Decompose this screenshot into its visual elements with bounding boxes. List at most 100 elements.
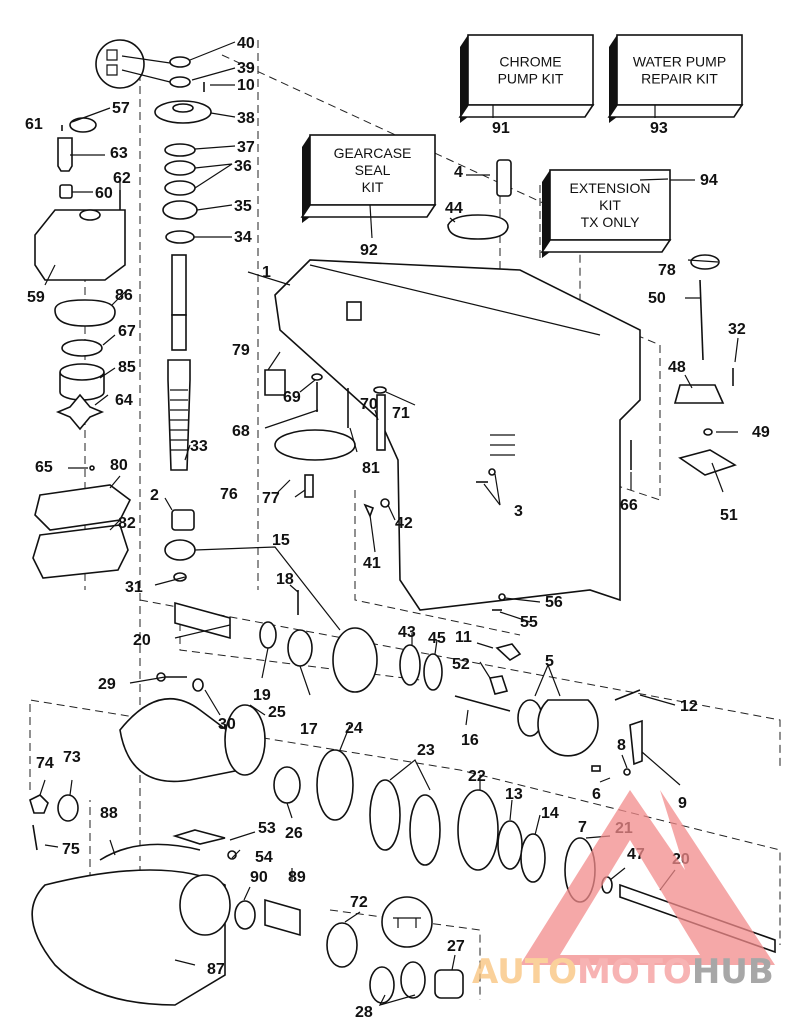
part-label-39: 39 bbox=[237, 60, 255, 77]
part-49 bbox=[703, 428, 713, 436]
part-72 bbox=[326, 922, 358, 968]
part-82 bbox=[32, 524, 129, 579]
part-label-22: 22 bbox=[468, 768, 486, 785]
part-label-64: 64 bbox=[115, 392, 133, 409]
part-22 bbox=[457, 789, 499, 871]
kit-box-text: KIT bbox=[599, 197, 621, 213]
part-label-60: 60 bbox=[95, 185, 113, 202]
part-48 bbox=[673, 384, 725, 404]
part-label-52: 52 bbox=[452, 656, 470, 673]
part-4 bbox=[496, 159, 512, 197]
watermark-text: AUTOMOTOHUB bbox=[472, 952, 774, 992]
watermark-auto: AUTO bbox=[472, 952, 577, 992]
part-label-72: 72 bbox=[350, 894, 368, 911]
part-77 bbox=[304, 474, 314, 498]
kit-number-91: 91 bbox=[492, 120, 510, 137]
part-label-23: 23 bbox=[417, 742, 435, 759]
gear-train bbox=[29, 590, 776, 1006]
part-36b bbox=[164, 180, 196, 196]
part-39 bbox=[169, 76, 191, 88]
kit-box-text: CHROME bbox=[499, 54, 561, 70]
part-30 bbox=[192, 678, 204, 692]
part-label-26: 26 bbox=[285, 825, 303, 842]
part-label-5: 5 bbox=[545, 653, 554, 670]
part-label-18: 18 bbox=[276, 571, 294, 588]
part-69 bbox=[311, 373, 323, 381]
part-label-57: 57 bbox=[112, 100, 130, 117]
part-label-10: 10 bbox=[237, 77, 255, 94]
part-23a bbox=[369, 779, 401, 851]
part-25-flange bbox=[224, 704, 266, 776]
part-3-washer bbox=[488, 468, 496, 476]
part-label-28: 28 bbox=[355, 1004, 373, 1021]
part-label-76: 76 bbox=[220, 486, 238, 503]
kit-box-text: PUMP KIT bbox=[498, 71, 564, 87]
part-33 bbox=[167, 359, 191, 471]
part-75 bbox=[32, 824, 38, 851]
part-label-6: 6 bbox=[592, 786, 601, 803]
part-71 bbox=[373, 386, 387, 394]
part-13 bbox=[497, 820, 523, 870]
watermark-logo-icon bbox=[520, 790, 775, 965]
kit-box-bottom bbox=[540, 239, 672, 253]
part-label-1: 1 bbox=[262, 264, 271, 281]
kit-box-side bbox=[460, 35, 468, 123]
part-63 bbox=[57, 137, 73, 172]
leader-lines bbox=[39, 41, 739, 1006]
part-25-housing bbox=[119, 697, 241, 783]
part-label-56: 56 bbox=[545, 594, 563, 611]
part-label-86: 86 bbox=[115, 287, 133, 304]
part-65 bbox=[89, 465, 95, 471]
part-78 bbox=[690, 254, 720, 270]
part-80 bbox=[34, 484, 132, 531]
part-28a bbox=[369, 966, 395, 1004]
part-90 bbox=[234, 900, 256, 930]
part-label-66: 66 bbox=[620, 497, 638, 514]
part-label-68: 68 bbox=[232, 423, 250, 440]
part-label-31: 31 bbox=[125, 579, 143, 596]
part-label-35: 35 bbox=[234, 198, 252, 215]
part-label-61: 61 bbox=[25, 116, 43, 133]
part-label-55: 55 bbox=[520, 614, 538, 631]
part-label-41: 41 bbox=[363, 555, 381, 572]
part-15-pinion bbox=[164, 539, 196, 561]
part-label-29: 29 bbox=[98, 676, 116, 693]
part-label-82: 82 bbox=[118, 515, 136, 532]
part-12 bbox=[614, 689, 641, 701]
part-76 bbox=[274, 429, 356, 461]
part-label-88: 88 bbox=[100, 805, 118, 822]
gearcase-housing bbox=[274, 159, 641, 611]
watermark: AUTOMOTOHUB bbox=[472, 790, 775, 992]
part-label-62: 62 bbox=[113, 170, 131, 187]
part-27 bbox=[434, 969, 464, 999]
kit-box-text: WATER PUMP bbox=[633, 54, 726, 70]
kit-leader bbox=[369, 204, 373, 239]
watermark-hub: HUB bbox=[692, 952, 774, 992]
water-pump-parts bbox=[32, 39, 212, 582]
part-86 bbox=[54, 299, 116, 327]
housing-window bbox=[346, 301, 362, 321]
part-41 bbox=[363, 503, 375, 519]
driveshaft-mid bbox=[171, 314, 187, 351]
part-74 bbox=[29, 794, 49, 814]
part-label-67: 67 bbox=[118, 323, 136, 340]
part-label-77: 77 bbox=[262, 490, 280, 507]
part-87 bbox=[31, 869, 226, 1006]
part-label-17: 17 bbox=[300, 721, 318, 738]
part-label-90: 90 bbox=[250, 869, 268, 886]
part-label-15: 15 bbox=[272, 532, 290, 549]
kit-box-side bbox=[609, 35, 617, 123]
part-label-30: 30 bbox=[218, 716, 236, 733]
part-37 bbox=[164, 143, 196, 157]
part-label-38: 38 bbox=[237, 110, 255, 127]
part-5-clutch bbox=[537, 699, 599, 757]
part-label-59: 59 bbox=[27, 289, 45, 306]
part-label-50: 50 bbox=[648, 290, 666, 307]
part-64 bbox=[55, 393, 105, 431]
bearing-detail-inset bbox=[381, 896, 433, 948]
part-17 bbox=[287, 629, 313, 667]
part-label-34: 34 bbox=[234, 229, 252, 246]
part-label-32: 32 bbox=[728, 321, 746, 338]
kit-box-bottom bbox=[458, 104, 595, 118]
